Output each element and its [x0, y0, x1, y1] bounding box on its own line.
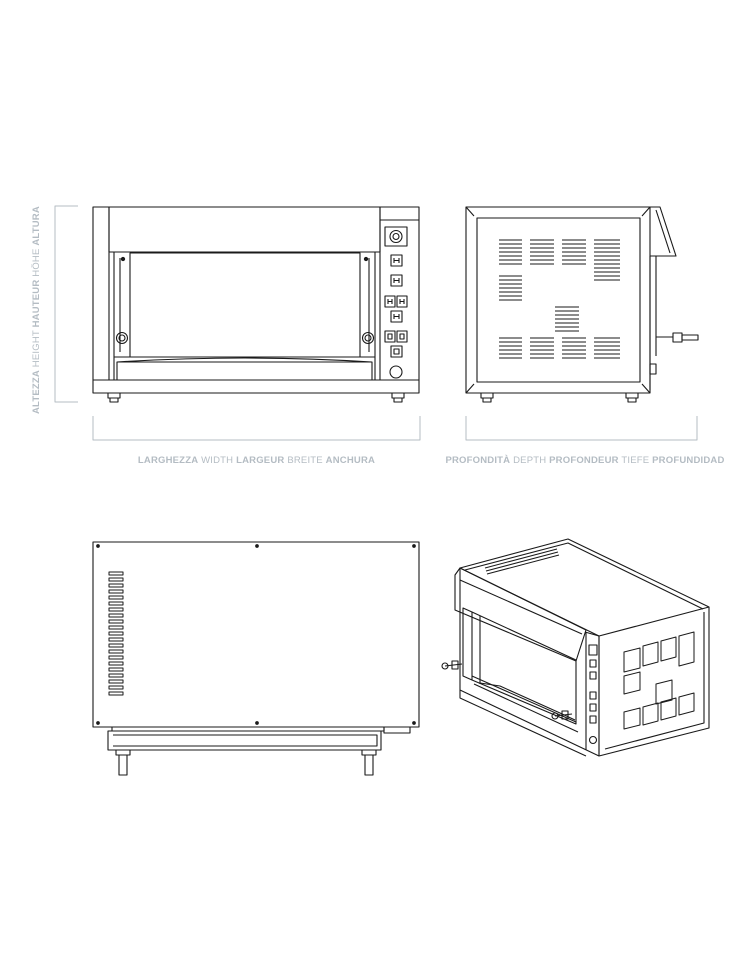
width-bracket-icon: [92, 416, 421, 441]
dimension-brackets: [54, 205, 698, 441]
depth-label-fr: PROFONDEUR: [549, 455, 619, 466]
height-bracket-icon: [54, 205, 78, 403]
depth-label-es: PROFUNDIDAD: [652, 455, 725, 466]
width-label-de: BREITE: [287, 455, 323, 466]
height-label-es: ALTURA: [31, 206, 42, 246]
width-label-fr: LARGEUR: [236, 455, 285, 466]
width-label-it: LARGHEZZA: [137, 455, 199, 466]
depth-label-it: PROFONDITÀ: [445, 455, 511, 466]
height-dimension-label: ALTEZZA HEIGHT HAUTEUR HÖHE ALTURA: [31, 194, 42, 414]
front-view: [92, 206, 420, 403]
isometric-view: [441, 538, 710, 757]
height-label-en: HEIGHT: [31, 330, 42, 368]
side-view: [465, 206, 699, 403]
top-view: [92, 541, 420, 776]
top-vent-slats: [108, 571, 124, 696]
width-dimension-label: LARGHEZZA WIDTH LARGEUR BREITE ANCHURA: [93, 455, 420, 466]
depth-bracket-icon: [465, 416, 698, 441]
depth-label-en: DEPTH: [513, 455, 547, 466]
height-label-it: ALTEZZA: [31, 370, 42, 414]
height-label-fr: HAUTEUR: [31, 279, 42, 328]
width-label-en: WIDTH: [201, 455, 234, 466]
depth-label-de: TIEFE: [621, 455, 650, 466]
height-label-de: HÖHE: [31, 248, 42, 277]
side-vent-grilles: [499, 239, 620, 359]
width-label-es: ANCHURA: [325, 455, 376, 466]
depth-dimension-label: PROFONDITÀ DEPTH PROFONDEUR TIEFE PROFUN…: [420, 455, 750, 466]
